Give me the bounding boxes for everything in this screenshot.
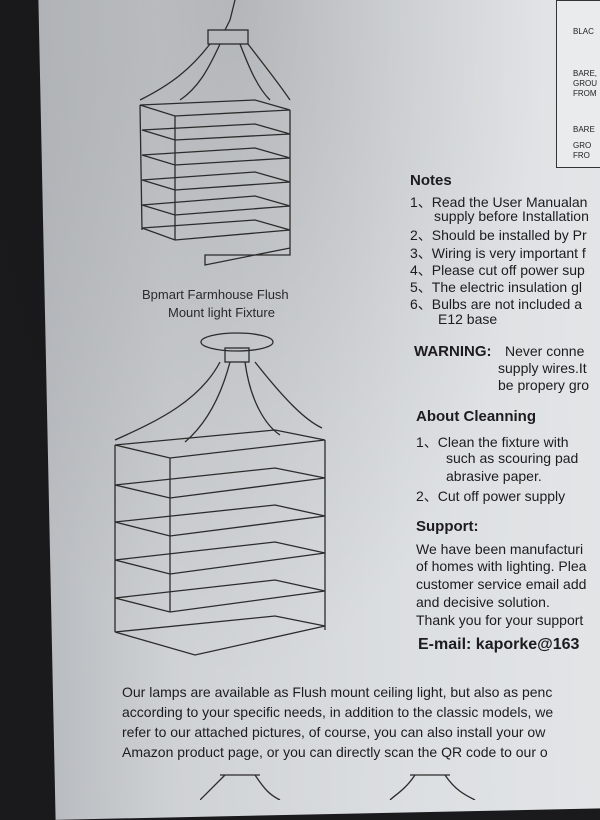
cleaning-line: 1、Clean the fixture with xyxy=(416,434,569,450)
cleaning-line: 2、Cut off power supply xyxy=(416,488,566,504)
wire-label: BARE, xyxy=(573,69,598,78)
support-line: customer service email add xyxy=(416,576,587,592)
wire-label: FROM xyxy=(573,89,597,98)
note-item: 5、The electric insulation gl xyxy=(410,279,582,295)
support-line: of homes with lighting. Plea xyxy=(416,558,587,574)
support-email: E-mail: kaporke@163 xyxy=(418,636,580,653)
wire-label: GROU xyxy=(573,79,597,88)
wire-label: GRO xyxy=(573,141,592,150)
warning-line: Never conne xyxy=(505,343,585,359)
footer-line: refer to our attached pictures, of cours… xyxy=(122,724,546,740)
note-item: supply before Installation xyxy=(434,208,589,224)
wire-label: BARE xyxy=(573,125,595,134)
cleaning-line: abrasive paper. xyxy=(446,468,542,484)
support-line: We have been manufacturi xyxy=(416,541,584,557)
product-caption-line1: Bpmart Farmhouse Flush xyxy=(142,287,289,302)
footer-line: Amazon product page, or you can directly… xyxy=(122,744,548,760)
note-item: 6、Bulbs are not included a xyxy=(410,296,582,312)
warning-label: WARNING: xyxy=(414,343,492,360)
note-item: 1、Read the User Manualan xyxy=(410,194,588,210)
support-heading: Support: xyxy=(416,518,479,535)
partial-lamp-illustrations xyxy=(200,774,476,800)
warning-line: supply wires.It xyxy=(498,360,587,376)
wire-label: FRO xyxy=(573,151,590,160)
wiring-diagram: BLAC BARE, GROU FROM BARE GRO FRO xyxy=(556,0,600,168)
cleaning-heading: About Cleanning xyxy=(416,408,536,425)
support-line: Thank you for your support xyxy=(416,612,584,628)
notes-heading: Notes xyxy=(410,172,452,189)
warning-line: be propery gro xyxy=(498,377,590,393)
note-item: 2、Should be installed by Pr xyxy=(410,227,587,243)
pendant-lamp-illustration xyxy=(139,0,291,266)
note-item: 4、Please cut off power sup xyxy=(410,262,585,278)
flush-mount-lamp-illustration xyxy=(114,332,326,656)
cleaning-line: such as scouring pad xyxy=(446,450,579,466)
footer-line: according to your specific needs, in add… xyxy=(122,704,554,720)
product-caption-line2: Mount light Fixture xyxy=(168,305,275,320)
support-line: and decisive solution. xyxy=(416,594,550,610)
note-item: E12 base xyxy=(438,311,498,327)
wire-label: BLAC xyxy=(573,27,594,36)
note-item: 3、Wiring is very important f xyxy=(410,245,586,261)
footer-line: Our lamps are available as Flush mount c… xyxy=(122,684,553,700)
